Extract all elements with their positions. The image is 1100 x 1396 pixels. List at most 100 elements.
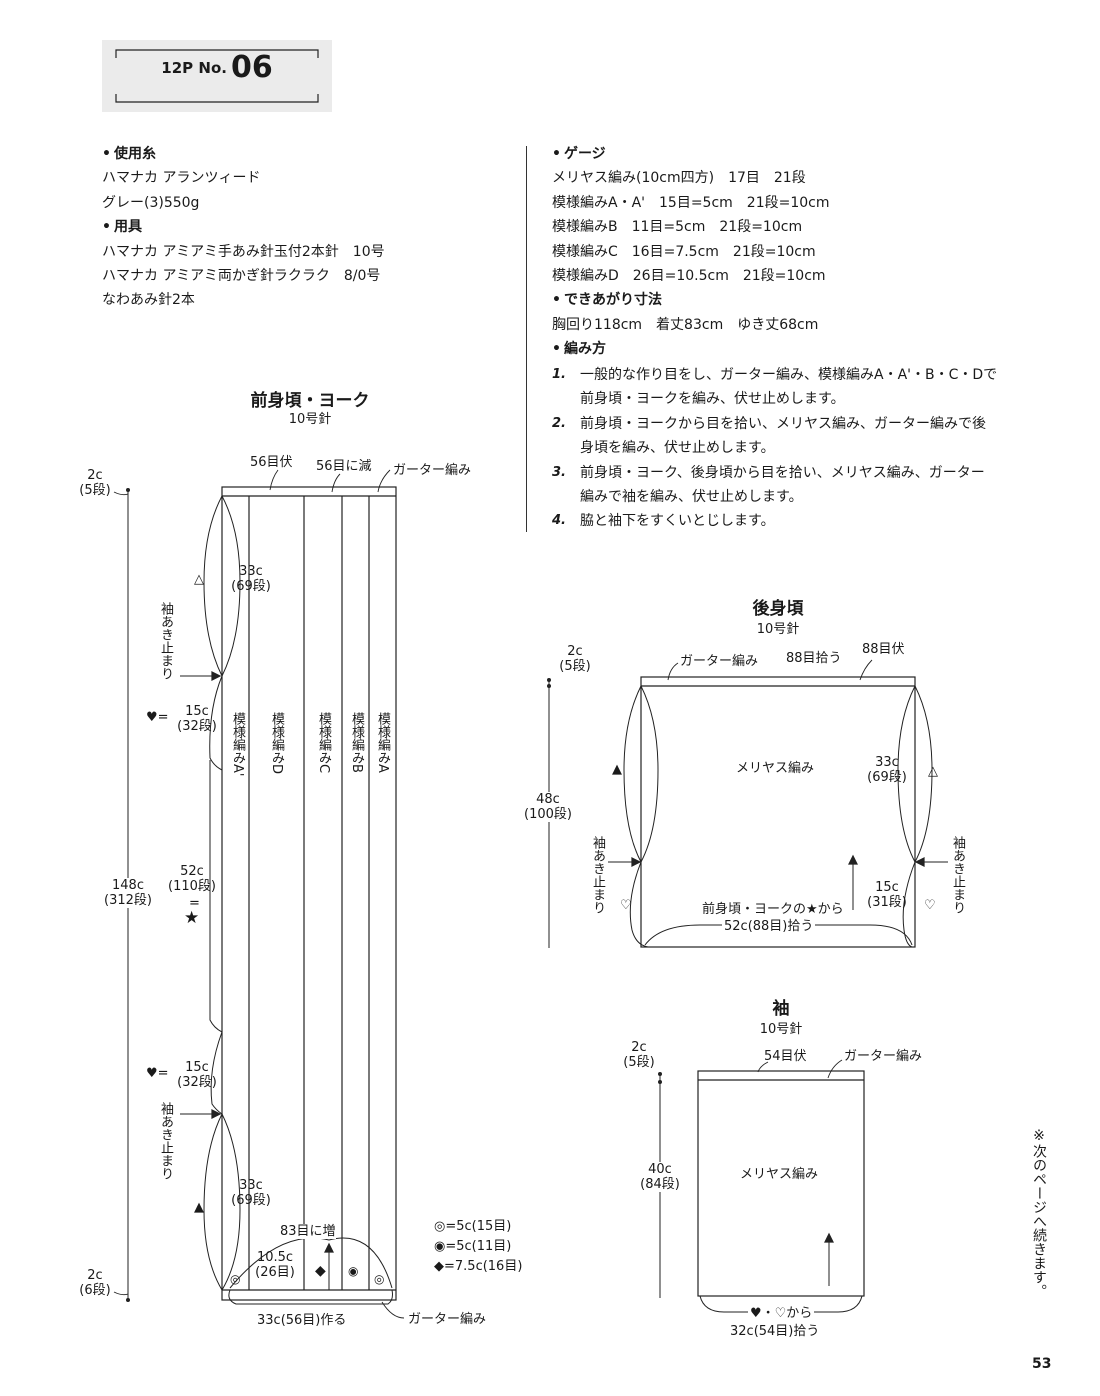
sleeve-title: 袖 [772, 999, 790, 1019]
legend-item: ◎=5c(15目) [434, 1219, 512, 1234]
materials-block: 使用糸 ハマナカ アランツィード グレー(3)550g 用具 ハマナカ アミアミ… [102, 142, 385, 313]
leader [331, 473, 341, 493]
back-from-front: 前身頃・ヨークの★から [702, 902, 844, 917]
back-dim-2c: 2c (5段) [554, 644, 596, 674]
title-frame [115, 49, 319, 103]
arrow-head [211, 1109, 222, 1119]
dim-value: 15c [185, 1060, 209, 1075]
front-triangle-open: △ [194, 572, 204, 587]
front-top-decrease: 56目に減 [316, 459, 372, 474]
arrow-head [824, 1232, 834, 1243]
front-garter-top: ガーター編み [393, 463, 472, 478]
pattern-label-a: 模様編みA [375, 712, 390, 773]
back-bracket-right [897, 685, 916, 863]
bracket-15c-bottom [210, 1031, 223, 1115]
step-number: 4. [552, 513, 566, 529]
leader [757, 1061, 769, 1073]
yarn-heading: 使用糸 [102, 142, 385, 166]
back-piece-outline [640, 676, 916, 948]
back-bracket-left [623, 685, 642, 863]
tools-heading: 用具 [102, 215, 385, 239]
back-needle: 10号針 [756, 622, 800, 637]
front-needle: 10号針 [288, 412, 332, 427]
front-dim-2c-top: 2c (5段) [74, 468, 116, 498]
bracket-15c-top [209, 675, 223, 771]
dim-leader [113, 491, 129, 496]
dim-rows: (69段) [867, 770, 907, 785]
step-number: 2. [552, 415, 566, 431]
size-line: 胸回り118cm 着丈83cm ゆき丈68cm [552, 316, 819, 333]
sleeve-dim-40c: 40c (84段) [632, 1162, 688, 1192]
gauge-block: ゲージ メリヤス編み(10cm四方) 17目 21段 模様編みA・A' 15目=… [552, 142, 829, 362]
gauge-line: 模様編みA・A' 15目=5cm 21段=10cm [552, 194, 830, 211]
column-divider [526, 146, 527, 532]
diamond-icon: ◆ [315, 1263, 326, 1279]
leader [667, 662, 679, 681]
sleeve-from-hearts: ♥・♡から [748, 1306, 815, 1321]
method-step: 4. 脇と袖下をすくいとじします。 [552, 509, 1022, 533]
leader [827, 1059, 843, 1079]
dim-rows: (6段) [79, 1283, 111, 1298]
dim-rows: (69段) [231, 579, 271, 594]
dim-rows: (5段) [79, 483, 111, 498]
front-title: 前身頃・ヨーク [250, 391, 370, 411]
dim-value: 2c [87, 1268, 103, 1283]
page-number: 53 [1032, 1356, 1052, 1372]
dim-value: 15c [875, 880, 899, 895]
legend-item: ◉=5c(11目) [434, 1239, 512, 1254]
back-bracket-left-inner [640, 685, 659, 863]
dim-value: 48c [536, 792, 560, 807]
front-increase: 83目に増 [280, 1224, 336, 1239]
bracket-52c [209, 760, 223, 1033]
dim-value: 33c [875, 755, 899, 770]
dim-rows: (312段) [104, 893, 152, 908]
dim-rows: (69段) [231, 1193, 271, 1208]
step-line: 前身頃・ヨーク、後身頃から目を拾い、メリヤス編み、ガーター [580, 464, 985, 481]
tools-line: なわあみ針2本 [102, 292, 195, 309]
gauge-line: 模様編みC 16目=7.5cm 21段=10cm [552, 243, 816, 260]
arrow-head [211, 671, 222, 681]
sleeve-needle: 10号針 [759, 1022, 803, 1037]
front-sleeve-open-top: 袖あき止まり [158, 602, 173, 680]
bracket-33c-bottom-inner [221, 1113, 241, 1291]
sleeve-dim-2c: 2c (5段) [618, 1040, 660, 1070]
leader [269, 469, 279, 491]
gauge-line: 模様編みB 11目=5cm 21段=10cm [552, 219, 803, 236]
step-line: 編みで袖を編み、伏せ止めします。 [580, 489, 803, 506]
page-title: 12P No.06 [102, 50, 332, 85]
back-title: 後身頃 [752, 599, 804, 619]
front-triangle-filled: ▲ [194, 1200, 204, 1215]
front-sleeve-open-bottom: 袖あき止まり [158, 1102, 173, 1180]
front-dim-33c-bottom: 33c (69段) [226, 1178, 276, 1208]
back-dim-33c: 33c (69段) [862, 755, 912, 785]
arrow-head [914, 857, 925, 867]
dim-value: 33c [239, 1178, 263, 1193]
front-eq-mark: = [189, 896, 200, 911]
arrow-head [631, 857, 642, 867]
step-line: 前身頃・ヨークから目を拾い、メリヤス編み、ガーター編みで後 [580, 415, 986, 432]
pattern-label-a-prime: 模様編みA' [230, 712, 245, 777]
dim-value: 2c [567, 644, 583, 659]
symbol-legend: ◎=5c(15目) ◉=5c(11目) ◆=7.5c(16目) [434, 1217, 522, 1277]
dim-rows: (32段) [177, 1075, 217, 1090]
back-bracket-15c-left [629, 861, 649, 948]
method-step: 3. 前身頃・ヨーク、後身頃から目を拾い、メリヤス編み、ガーター 編みで袖を編み… [552, 461, 1022, 510]
pattern-label-d: 模様編みD [269, 712, 284, 775]
leader [859, 659, 873, 681]
continued-note: ※次のページへ続きます。 [1031, 1128, 1047, 1298]
method-step: 2. 前身頃・ヨークから目を拾い、メリヤス編み、ガーター編みで後 身頃を編み、伏… [552, 412, 1022, 461]
sleeve-garter: ガーター編み [844, 1049, 923, 1064]
dim-leader [113, 1291, 129, 1296]
method-heading: 編み方 [552, 337, 829, 361]
dim-dot [547, 678, 551, 682]
front-cast-on: 33c(56目)作る [257, 1313, 347, 1328]
dim-value: 10.5c [256, 1250, 294, 1265]
front-dim-148c: 148c (312段) [98, 878, 158, 908]
arrow-head [324, 1242, 334, 1253]
back-sleeve-open-left: 袖あき止まり [590, 836, 605, 914]
sleeve-piece-outline [697, 1070, 865, 1297]
double-circle-icon: ◎ [230, 1272, 241, 1286]
back-dim-48c: 48c (100段) [518, 792, 578, 822]
tools-line: ハマナカ アミアミ手あみ針玉付2本針 10号 [102, 243, 385, 260]
